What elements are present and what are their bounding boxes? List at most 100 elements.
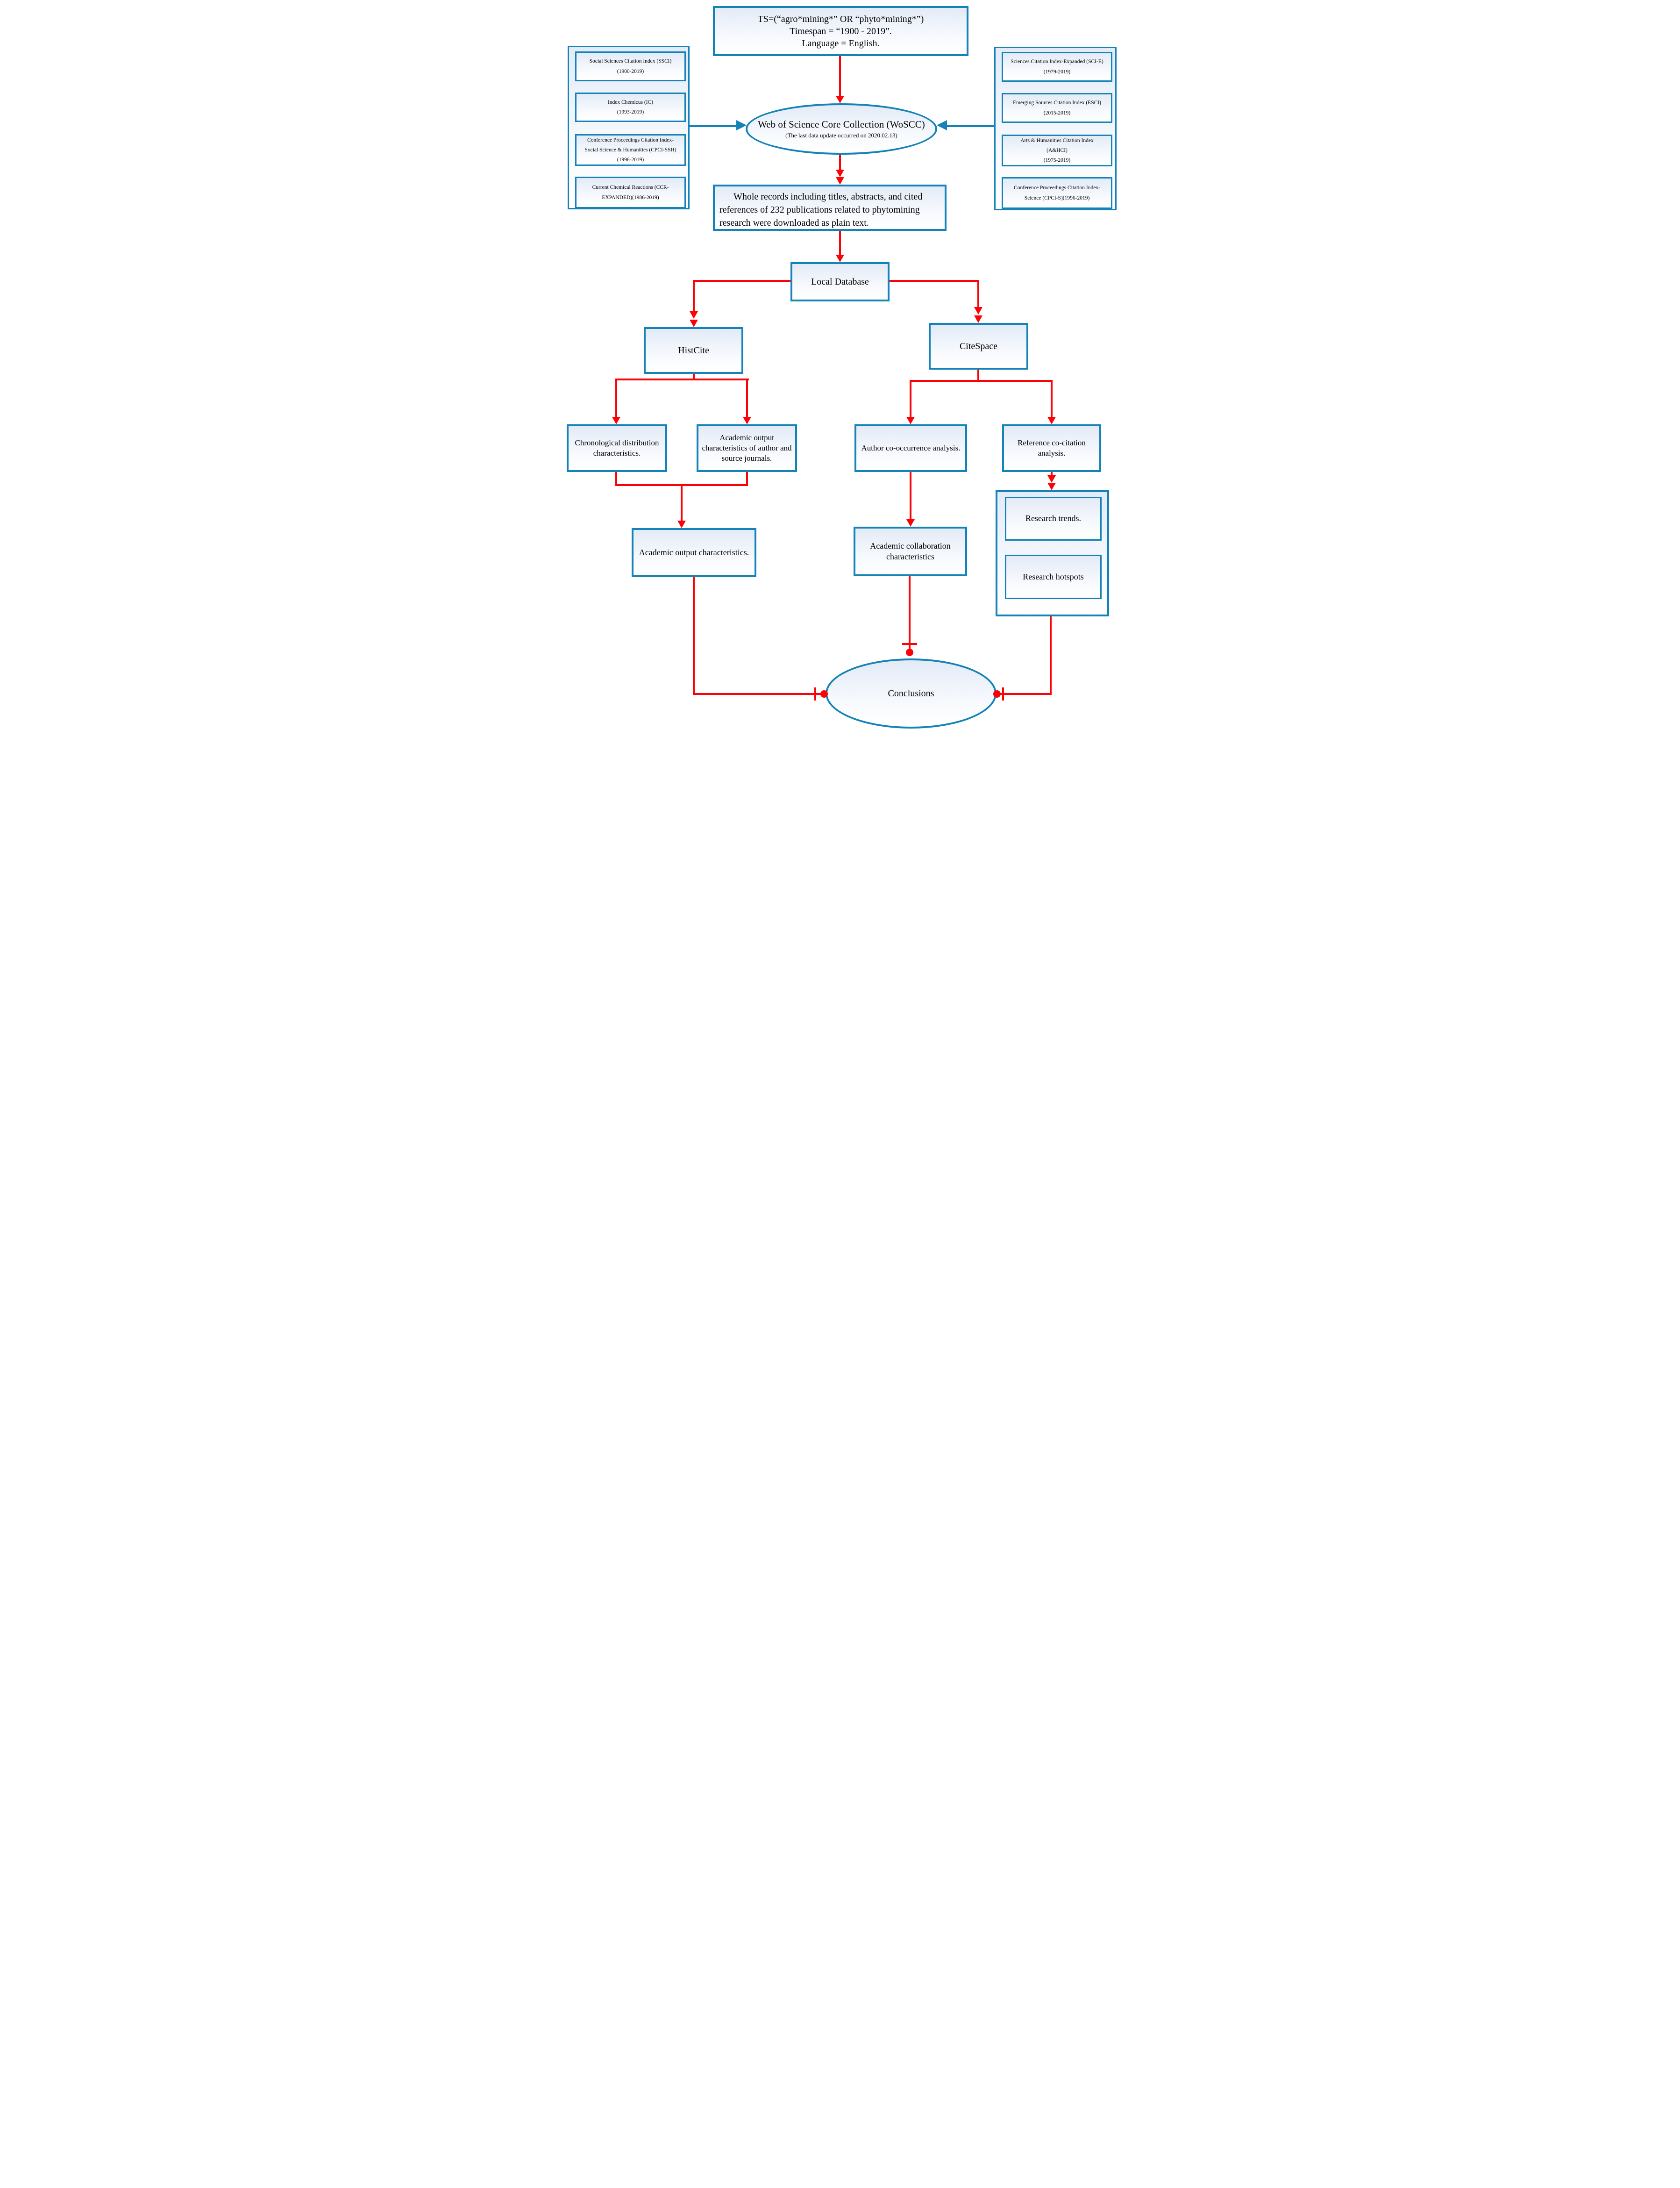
research-hotspots-label: Research hotspots [1023,572,1084,581]
connector-to-chronological [615,379,617,418]
connector-container-down [1050,616,1052,695]
cpci-s-title-2: Science (CPCI-S)(1996-2019) [1024,195,1090,201]
index-box-ic: Index Chemicus (IC) (1993-2019) [575,93,686,122]
chronological-label: Chronological distribution characteristi… [575,438,659,458]
arrowhead-author-journals [743,417,751,424]
query-line-2: Timespan = “1900 - 2019”. [790,26,892,36]
connector-query-to-woscc [839,56,841,96]
arrowhead-academic-output [677,521,686,528]
research-trends-label: Research trends. [1025,514,1081,523]
woscc-subtitle: (The last data update occurred on 2020.0… [785,132,897,139]
connector-citespace-stub [977,370,979,382]
connector-merge-right [746,472,748,486]
woscc-title: Web of Science Core Collection (WoSCC) [758,119,925,130]
academic-collaboration-label: Academic collaboration characteristics [870,541,951,561]
woscc-ellipse: Web of Science Core Collection (WoSCC) (… [746,103,937,155]
index-box-ccr: Current Chemical Reactions (CCR- EXPANDE… [575,177,686,208]
ssci-title: Social Sciences Citation Index (SSCI) [589,58,672,64]
connector-records-to-localdb [839,231,841,255]
arrowhead-citespace-1 [974,307,982,315]
index-box-ahci: Arts & Humanities Citation Index (A&HCI)… [1002,135,1112,166]
author-cooccurrence-label: Author co-occurrence analysis. [861,443,961,452]
cpci-s-title-1: Conference Proceedings Citation Index- [1014,185,1100,191]
histcite-label: HistCite [678,345,709,356]
esci-years: (2015-2019) [1043,110,1071,116]
chronological-box: Chronological distribution characteristi… [567,424,667,472]
query-line-3: Language = English. [802,38,880,49]
connector-merge-down [681,484,683,522]
arrowhead-container-2 [1047,483,1056,490]
ic-title: Index Chemicus (IC) [607,99,654,105]
conclusions-label: Conclusions [888,688,934,699]
connector-localdb-to-citespace [977,280,979,308]
ahci-title-1: Arts & Humanities Citation Index [1020,137,1094,143]
arrowhead-histcite-2 [690,320,698,327]
flowchart-canvas: TS=(“agro*mining*” OR “phyto*mining*”) T… [560,0,1120,730]
local-database-box: Local Database [790,262,890,301]
index-box-esci: Emerging Sources Citation Index (ESCI) (… [1002,93,1112,123]
ahci-years: (1975-2019) [1043,157,1071,164]
left-index-panel: Social Sciences Citation Index (SSCI) (1… [568,46,690,209]
connector-to-cooccurrence [910,380,911,418]
arrowhead-cocitation [1047,417,1056,424]
sci-e-years: (1979-2019) [1043,69,1071,75]
local-database-label: Local Database [811,277,869,287]
cpci-ssh-title-2: Social Science & Humanities (CPCI-SSH) [584,147,676,153]
connector-to-author-journals [746,379,748,418]
connector-output-down [693,577,695,695]
tick-left-terminator [814,687,816,701]
dot-middle-terminator [906,649,913,656]
connector-histcite-splitter [615,379,749,380]
reference-cocitation-label: Reference co-citation analysis. [1018,438,1086,458]
citespace-box: CiteSpace [929,323,1028,370]
query-box: TS=(“agro*mining*” OR “phyto*mining*”) T… [713,6,968,56]
dot-right-terminator [993,690,1001,698]
arrowhead-leftpanel-to-woscc [736,120,747,130]
arrowhead-woscc-to-records-1 [836,170,844,177]
connector-cocitation-to-container [1051,472,1053,476]
arrowhead-query-to-woscc [836,96,844,103]
arrowhead-records-to-localdb [836,255,844,262]
conclusions-ellipse: Conclusions [826,658,997,729]
author-journals-box: Academic output characteristics of autho… [697,424,797,472]
right-index-panel: Sciences Citation Index-Expanded (SCI-E)… [994,47,1117,210]
cpci-ssh-title-1: Conference Proceedings Citation Index- [587,137,674,143]
connector-localdb-to-histcite [693,280,695,312]
arrowhead-container-1 [1047,475,1056,483]
connector-localdb-left [693,280,790,282]
esci-title: Emerging Sources Citation Index (ESCI) [1013,100,1101,106]
ic-years: (1993-2019) [617,109,644,115]
academic-output-label: Academic output characteristics. [639,547,749,557]
reference-cocitation-box: Reference co-citation analysis. [1002,424,1101,472]
connector-to-cocitation [1051,380,1053,418]
arrowhead-cooccurrence [906,417,915,424]
arrowhead-citespace-2 [974,315,982,323]
research-trends-box: Research trends. [1005,497,1102,541]
academic-output-box: Academic output characteristics. [632,528,756,577]
arrowhead-collab [906,519,915,527]
connector-output-to-conclusions [693,693,821,695]
connector-leftpanel-to-woscc [690,125,737,127]
ccr-title-1: Current Chemical Reactions (CCR- [592,185,669,191]
connector-localdb-right [890,280,979,282]
connector-collab-to-conclusions [909,576,911,652]
records-text: Whole records including titles, abstract… [719,192,923,228]
connector-rightpanel-to-woscc [947,125,994,127]
index-box-cpci-ssh: Conference Proceedings Citation Index- S… [575,134,686,166]
cpci-ssh-years: (1996-2019) [617,157,644,163]
ahci-title-2: (A&HCI) [1046,147,1068,153]
academic-collaboration-box: Academic collaboration characteristics [854,527,967,576]
connector-woscc-to-records [839,155,841,173]
arrowhead-chronological [612,417,620,424]
histcite-box: HistCite [644,327,743,374]
research-hotspots-box: Research hotspots [1005,555,1102,599]
arrowhead-histcite-1 [690,311,698,319]
index-box-sci-e: Sciences Citation Index-Expanded (SCI-E)… [1002,52,1112,82]
ccr-title-2: EXPANDED)(1986-2019) [602,194,659,200]
citespace-label: CiteSpace [959,341,998,351]
query-line-1: TS=(“agro*mining*” OR “phyto*mining*”) [757,14,924,24]
index-box-cpci-s: Conference Proceedings Citation Index- S… [1002,177,1112,209]
arrowhead-rightpanel-to-woscc [937,120,947,130]
trends-hotspots-container: Research trends. Research hotspots [996,490,1109,616]
connector-merge-left [615,472,617,486]
